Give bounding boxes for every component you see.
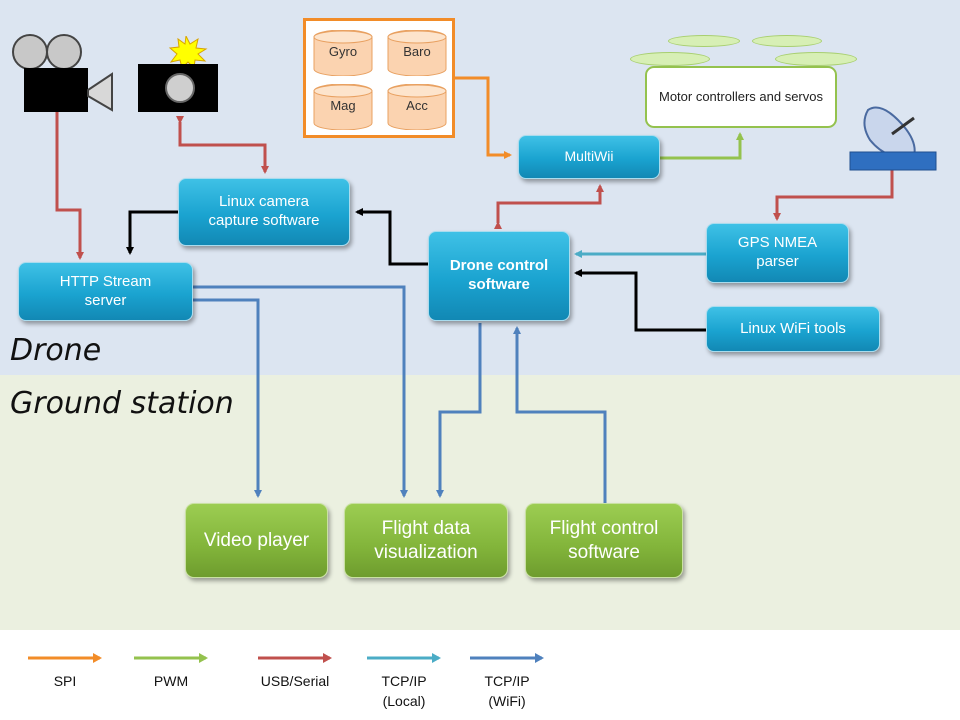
legend-area	[0, 630, 960, 720]
wire-drone-control-to-multiwii	[494, 184, 604, 229]
wifi-tools-node: Linux WiFi tools	[706, 306, 880, 352]
wire-gps-dish-to-parser	[773, 170, 894, 221]
ground-station-zone-label: Ground station	[10, 386, 234, 421]
drone-control-node: Drone control software	[428, 231, 570, 321]
flight-control-node: Flight control software	[525, 503, 683, 578]
legend-item-pwm: PWM	[116, 648, 226, 718]
wire-drone-control-to-flight-data	[436, 323, 482, 498]
sensor-baro: Baro	[387, 30, 447, 76]
motor-controllers-node: Motor controllers and servos	[645, 66, 837, 128]
wire-capture-to-http-stream	[126, 210, 178, 255]
sensor-acc-label: Acc	[406, 98, 428, 113]
legend-label-tcpip-wifi: TCP/IP (WiFi)	[484, 673, 530, 709]
sensor-baro-label: Baro	[403, 44, 431, 59]
ground-station-zone	[0, 375, 960, 630]
multiwii-node: MultiWii	[518, 135, 660, 179]
sensor-mag: Mag	[313, 84, 373, 130]
wire-camera-to-capture	[176, 116, 269, 174]
camera-capture-node: Linux camera capture software	[178, 178, 350, 246]
wire-sensors-to-multiwii	[455, 76, 512, 159]
sensor-gyro: Gyro	[313, 30, 373, 76]
propeller-shape	[752, 35, 822, 47]
propeller-shape	[668, 35, 740, 47]
wire-multiwii-to-motors	[660, 132, 744, 160]
propeller-shape	[775, 52, 857, 66]
video-camera-icon	[8, 34, 148, 122]
sensor-acc: Acc	[387, 84, 447, 130]
http-stream-node: HTTP Stream server	[18, 262, 193, 321]
wire-wifi-tools-to-drone-control	[574, 269, 706, 332]
wire-http-to-flight-data	[193, 285, 408, 498]
legend-label-usb-serial: USB/Serial	[260, 673, 330, 689]
drone-zone-label: Drone	[10, 333, 102, 368]
legend-label-spi: SPI	[53, 673, 77, 689]
legend-item-tcpip-wifi: TCP/IP (WiFi)	[452, 648, 562, 718]
sensor-mag-label: Mag	[330, 98, 356, 113]
legend-item-tcpip-local: TCP/IP (Local)	[349, 648, 459, 718]
flight-data-vis-node: Flight data visualization	[344, 503, 508, 578]
legend-item-usb-serial: USB/Serial	[240, 648, 350, 718]
video-player-node: Video player	[185, 503, 328, 578]
wire-http-to-video-player	[193, 298, 262, 498]
gps-parser-node: GPS NMEA parser	[706, 223, 849, 283]
sensor-gyro-label: Gyro	[328, 44, 358, 59]
wire-video-camera-to-http-stream	[55, 112, 84, 260]
propeller-shape	[630, 52, 710, 66]
wire-drone-control-to-capture	[355, 208, 428, 266]
photo-camera-icon	[136, 34, 226, 120]
wire-flight-control-to-drone-control	[513, 326, 607, 503]
satellite-dish-icon	[848, 100, 940, 178]
legend-label-tcpip-local: TCP/IP (Local)	[381, 673, 427, 709]
legend-label-pwm: PWM	[153, 673, 189, 689]
legend-item-spi: SPI	[10, 648, 120, 718]
